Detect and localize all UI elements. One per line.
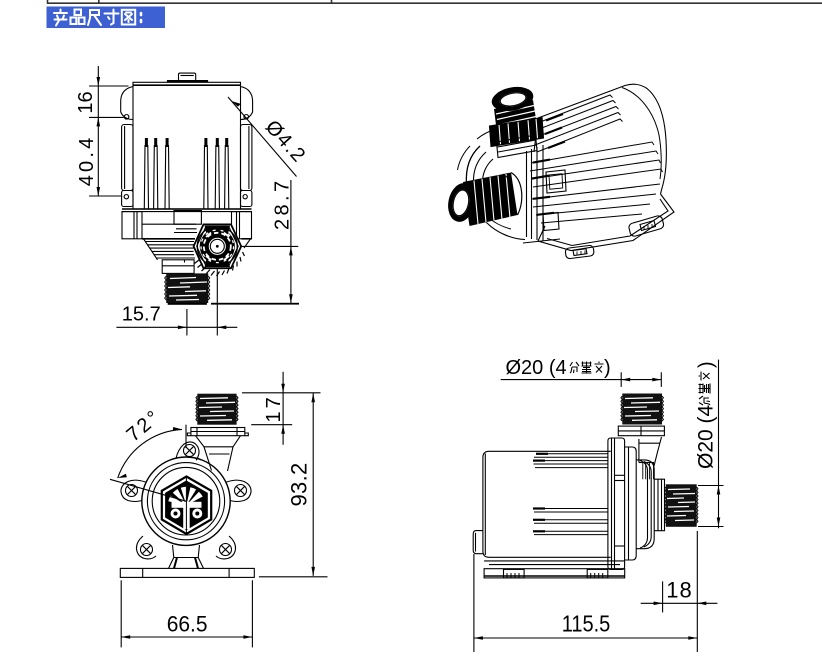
svg-text:Ø4.2: Ø4.2 <box>261 116 310 167</box>
svg-text:16: 16 <box>75 91 97 113</box>
svg-text:93.2: 93.2 <box>287 462 312 506</box>
svg-text:66.5: 66.5 <box>167 612 208 637</box>
svg-text:): ) <box>696 361 718 368</box>
svg-text:115.5: 115.5 <box>562 611 611 637</box>
svg-text:28.7: 28.7 <box>272 177 294 230</box>
svg-text:15.7: 15.7 <box>122 304 161 326</box>
svg-text:): ) <box>604 357 611 379</box>
svg-text:72°: 72° <box>123 405 166 446</box>
svg-text:40.4: 40.4 <box>76 135 98 187</box>
svg-text:Ø20 (4: Ø20 (4 <box>695 404 718 469</box>
svg-text:Ø20 (4: Ø20 (4 <box>506 357 567 379</box>
svg-text:18: 18 <box>666 578 692 603</box>
svg-text:17: 17 <box>263 394 285 422</box>
